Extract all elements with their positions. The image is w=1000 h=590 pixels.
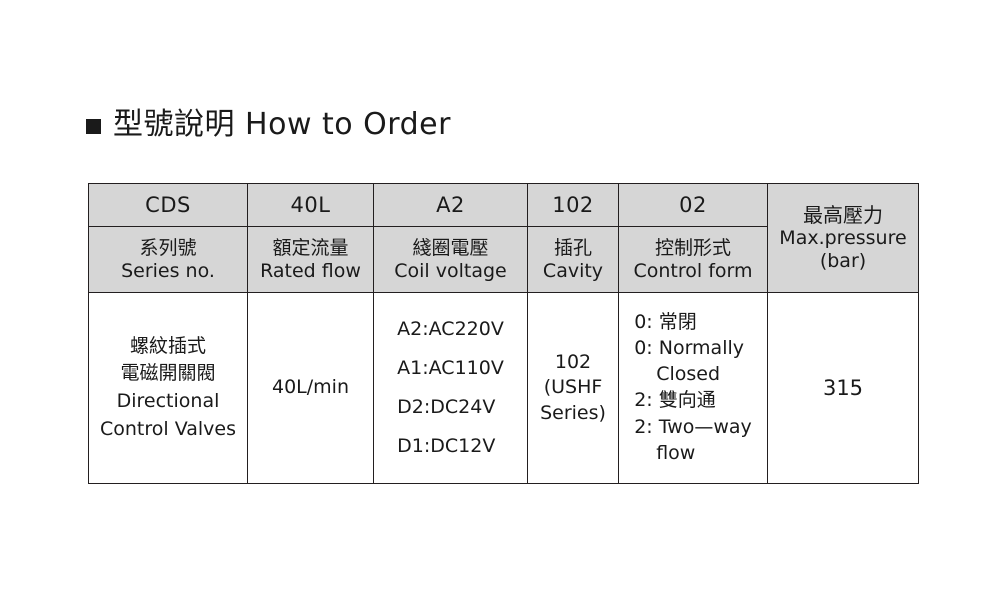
coil-voltage-option-d2: D2:DC24V (397, 396, 496, 418)
field-name-rated-flow-en: Rated flow (260, 259, 361, 282)
value-cell-coil-voltage: A2:AC220V A1:AC110V D2:DC24V D1:DC12V (373, 292, 528, 484)
control-form-line-1: 0: 常閉 (634, 310, 697, 333)
cavity-line-2: (USHF (543, 376, 603, 399)
field-name-coil-voltage: 綫圈電壓 Coil voltage (373, 226, 528, 293)
control-form-line-3: Closed (656, 363, 721, 386)
value-cell-rated-flow: 40L/min (247, 292, 374, 484)
code-cell-cavity: 102 (527, 183, 619, 227)
field-name-series-en: Series no. (121, 259, 215, 282)
max-pressure-en: Max.pressure (779, 227, 907, 250)
cavity-line-1: 102 (554, 350, 592, 373)
how-to-order-table: CDS 40L A2 102 02 最高壓力 Max.pressure (bar… (88, 183, 919, 484)
value-cell-cavity: 102 (USHF Series) (527, 292, 619, 484)
cavity-line-3: Series) (540, 401, 606, 424)
code-cell-series: CDS (88, 183, 248, 227)
header-cell-max-pressure: 最高壓力 Max.pressure (bar) (767, 183, 919, 293)
field-name-rated-flow-cjk: 額定流量 (272, 237, 349, 260)
table-row-code: CDS 40L A2 102 02 最高壓力 Max.pressure (bar… (88, 183, 919, 293)
field-name-control-form-en: Control form (633, 259, 753, 282)
code-cell-control-form: 02 (618, 183, 768, 227)
square-bullet-icon (86, 119, 101, 134)
coil-voltage-option-d1: D1:DC12V (397, 434, 496, 457)
field-name-cavity: 插孔 Cavity (527, 226, 619, 293)
control-form-line-4: 2: 雙向通 (634, 389, 716, 412)
control-form-list: 0: 常閉 0: Normally Closed 2: 雙向通 2: Two—w… (634, 309, 752, 466)
value-cell-control-form: 0: 常閉 0: Normally Closed 2: 雙向通 2: Two—w… (618, 292, 768, 484)
field-name-control-form: 控制形式 Control form (618, 226, 768, 293)
field-name-series: 系列號 Series no. (88, 226, 248, 293)
table-row-field-names: 系列號 Series no. 額定流量 Rated flow 綫圈電壓 Coil… (88, 226, 919, 293)
page-title-text: 型號說明 How to Order (113, 107, 451, 142)
field-name-coil-voltage-cjk: 綫圈電壓 (412, 237, 489, 260)
value-cell-max-pressure: 315 (767, 292, 919, 484)
control-form-line-5: 2: Two—way (634, 415, 752, 438)
code-cell-rated-flow: 40L (247, 183, 374, 227)
field-name-rated-flow: 額定流量 Rated flow (247, 226, 374, 293)
code-cell-coil-voltage: A2 (373, 183, 528, 227)
series-line-4: Control Valves (100, 417, 236, 440)
table-row-values: 螺紋插式 電磁開關閥 Directional Control Valves 40… (88, 292, 919, 484)
field-name-cavity-en: Cavity (542, 259, 604, 282)
control-form-line-2: 0: Normally (634, 336, 745, 359)
value-cell-series: 螺紋插式 電磁開關閥 Directional Control Valves (88, 292, 248, 484)
page-title: 型號說明 How to Order (86, 108, 451, 141)
max-pressure-unit: (bar) (819, 250, 867, 272)
coil-voltage-list: A2:AC220V A1:AC110V D2:DC24V D1:DC12V (397, 310, 504, 466)
field-name-cavity-cjk: 插孔 (553, 237, 592, 260)
field-name-coil-voltage-en: Coil voltage (394, 259, 507, 282)
field-name-control-form-cjk: 控制形式 (654, 237, 731, 260)
series-line-3: Directional (116, 390, 220, 412)
series-line-1: 螺紋插式 (129, 334, 206, 357)
field-name-series-cjk: 系列號 (139, 237, 197, 260)
max-pressure-cjk: 最高壓力 (803, 203, 883, 228)
control-form-line-6: flow (656, 441, 696, 464)
coil-voltage-option-a2: A2:AC220V (397, 318, 504, 341)
series-line-2: 電磁開關閥 (120, 362, 216, 385)
coil-voltage-option-a1: A1:AC110V (397, 357, 504, 380)
